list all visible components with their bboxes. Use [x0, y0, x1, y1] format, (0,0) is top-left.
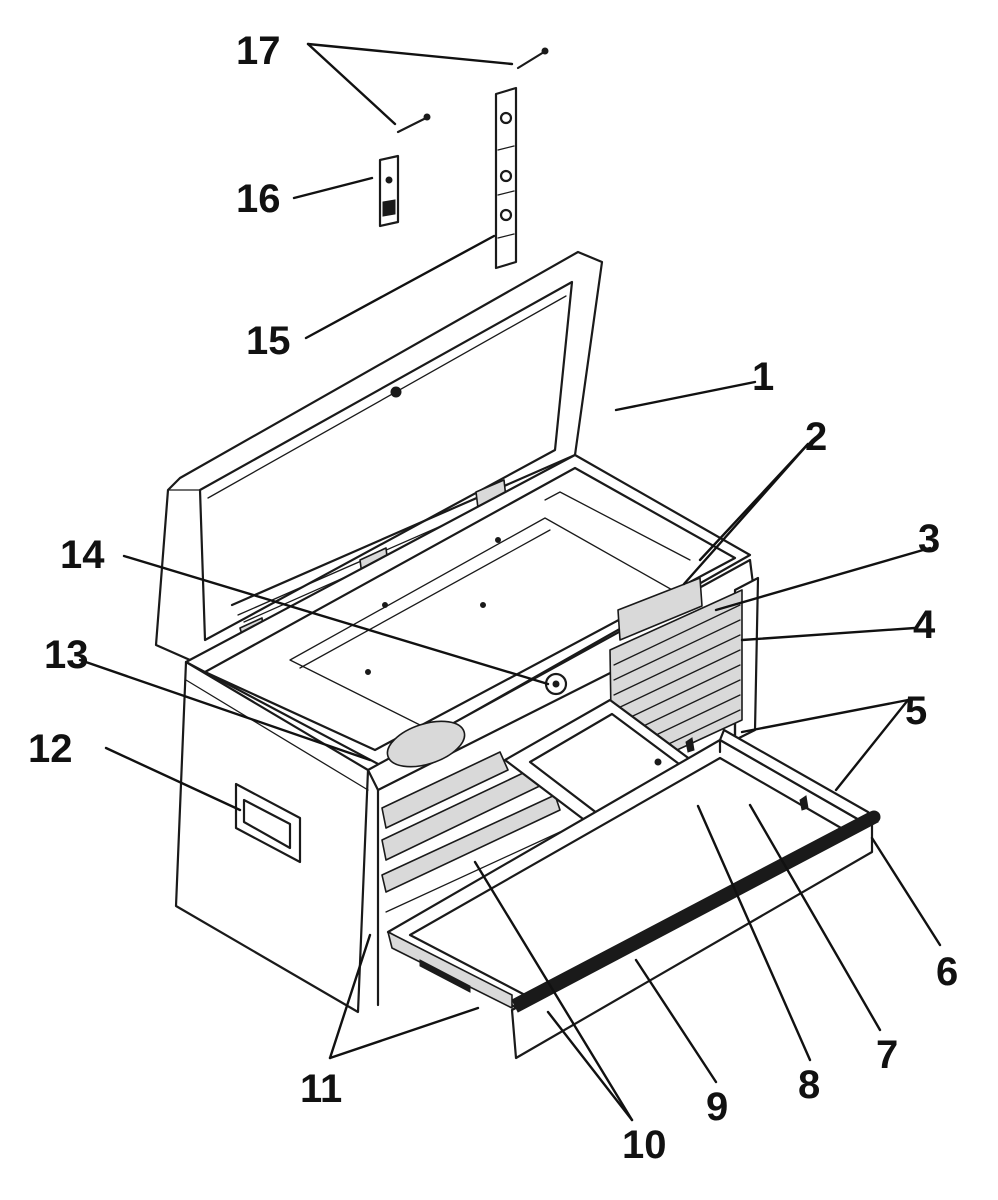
leader-7 — [748, 803, 882, 1032]
callout-9: 9 — [706, 1085, 728, 1129]
callout-13: 13 — [44, 633, 89, 677]
callout-15: 15 — [246, 319, 291, 363]
leader-1 — [614, 380, 757, 412]
leader-9 — [634, 958, 718, 1084]
leader-11a — [328, 933, 372, 1060]
callout-8: 8 — [798, 1063, 820, 1107]
callout-1: 1 — [752, 355, 774, 399]
leader-5a — [740, 698, 910, 734]
leader-10b — [546, 1010, 634, 1122]
callout-2: 2 — [805, 415, 827, 459]
callout-17: 17 — [236, 29, 281, 73]
callout-6: 6 — [936, 950, 958, 994]
leader-6 — [870, 836, 942, 947]
leader-15 — [304, 234, 496, 340]
loose-hardware — [378, 47, 549, 270]
callout-numbers: 1 2 3 4 5 6 7 8 9 10 11 12 13 14 15 16 1… — [28, 29, 958, 1167]
leader-13 — [78, 658, 372, 762]
leader-5b — [834, 698, 910, 792]
leader-16 — [292, 176, 374, 200]
leader-10a — [473, 860, 634, 1122]
callout-5: 5 — [905, 689, 927, 733]
leader-lines — [78, 42, 942, 1122]
callout-7: 7 — [876, 1033, 898, 1077]
callout-10: 10 — [622, 1123, 667, 1167]
callout-16: 16 — [236, 177, 281, 221]
callout-14: 14 — [60, 533, 105, 577]
callout-3: 3 — [918, 517, 940, 561]
leader-12 — [104, 746, 242, 812]
callout-12: 12 — [28, 727, 73, 771]
leader-3 — [714, 546, 932, 612]
chest-body — [174, 453, 760, 1014]
large-drawer — [386, 728, 881, 1060]
callout-4: 4 — [913, 603, 936, 647]
leader-8 — [696, 804, 812, 1062]
leader-4 — [740, 626, 917, 642]
leader-17b — [306, 42, 514, 66]
leader-17a — [306, 42, 397, 126]
leader-2b — [682, 442, 810, 586]
leader-14 — [122, 554, 550, 686]
leader-11b — [328, 1006, 480, 1060]
callout-11: 11 — [300, 1067, 342, 1111]
